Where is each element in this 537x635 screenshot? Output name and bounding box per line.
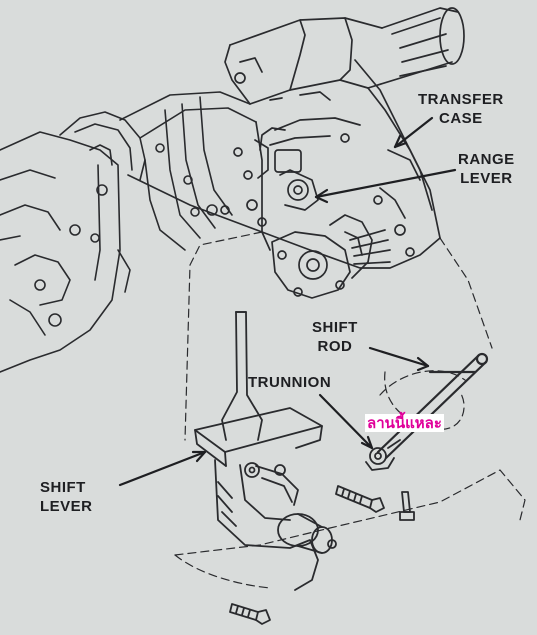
shift-lever-label-line-2: LEVER: [40, 498, 93, 515]
leader-arrows: [118, 116, 457, 487]
shift-lever-label-line-1: SHIFT: [40, 479, 86, 496]
shift-rod-label-line-1: SHIFT: [312, 319, 358, 336]
range-lever-label: RANGE LEVER: [458, 150, 515, 188]
trunnion-label: TRUNNION: [248, 374, 332, 391]
transmission-housing: [0, 111, 146, 373]
shift-rod-label-line-2: ROD: [317, 338, 353, 355]
transfer-case-body: [220, 17, 441, 269]
trunnion-part: [365, 439, 401, 471]
transfer-case-label-line-1: TRANSFER: [418, 91, 504, 108]
transfer-case-label: TRANSFER CASE: [418, 90, 504, 128]
range-lever-label-line-1: RANGE: [458, 151, 515, 168]
range-lever-label-line-2: LEVER: [460, 170, 513, 187]
shift-lever-label: SHIFT LEVER: [40, 478, 93, 516]
transfer-case-label-line-2: CASE: [438, 110, 483, 127]
shift-lever-assembly: [194, 311, 337, 591]
bolts: [229, 485, 415, 625]
shift-rod-label: SHIFT ROD: [312, 318, 358, 356]
shift-rod: [376, 352, 489, 460]
tail-housing: [367, 7, 465, 89]
output-flange: [271, 214, 391, 299]
range-lever-part: [259, 127, 319, 211]
adapter-housing: [119, 91, 263, 251]
watermark-text: ลานนี้แหละ: [365, 414, 444, 432]
